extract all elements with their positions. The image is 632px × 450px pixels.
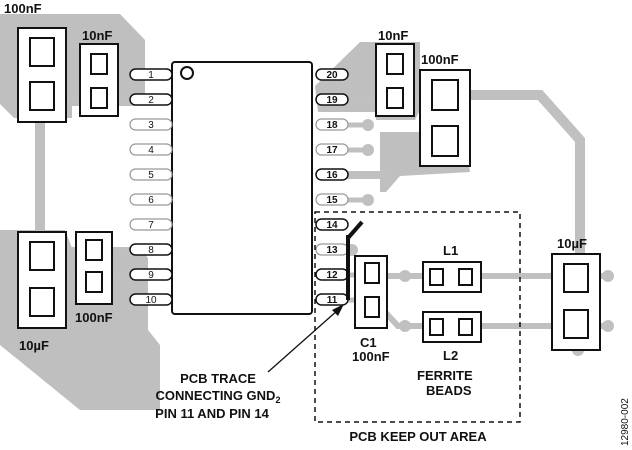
pin1-marker — [180, 66, 194, 80]
pin-label-right: 15 — [326, 195, 338, 206]
ic-pins-left: 1 2 3 4 5 6 7 8 9 10 — [129, 68, 173, 306]
pin-label-right: 11 — [327, 295, 338, 306]
label-ferrite-line2: BEADS — [426, 383, 472, 398]
label-c1: C1 — [360, 335, 377, 350]
label-c1-value: 100nF — [352, 349, 390, 364]
gnd2-connecting-trace-diagonal — [346, 220, 364, 240]
capacitor-10nf-top-right — [375, 43, 415, 117]
pin-label-left: 4 — [148, 145, 154, 156]
label-trace-line2-text: CONNECTING GND — [156, 388, 276, 403]
capacitor-10uf-bottom-left — [17, 231, 67, 329]
pin-label-left: 2 — [148, 95, 154, 106]
label-keep-out-area: PCB KEEP OUT AREA — [349, 429, 487, 444]
pin-label-left: 5 — [148, 170, 154, 181]
capacitor-100nf-bottom-left — [75, 231, 113, 305]
pin-label-left: 9 — [148, 270, 154, 281]
label-10uf-right: 10µF — [557, 236, 587, 251]
capacitor-100nf-top-right — [419, 69, 471, 167]
pin-label-left: 7 — [148, 220, 154, 231]
label-trace-line2-sub: 2 — [275, 395, 280, 405]
label-l1: L1 — [443, 243, 458, 258]
pin-label-left: 1 — [148, 70, 154, 81]
pin-label-right: 20 — [326, 70, 338, 81]
pin-label-left: 3 — [148, 120, 154, 131]
ic-pins-right: 20 19 18 17 16 15 14 13 12 11 — [315, 68, 349, 306]
label-trace-line3: PIN 11 AND PIN 14 — [155, 406, 269, 421]
pin-label-right: 16 — [326, 170, 338, 181]
capacitor-100nf-top-left — [17, 27, 67, 123]
label-ferrite-line1: FERRITE — [417, 368, 473, 383]
pin-label-right: 17 — [326, 145, 338, 156]
ferrite-bead-l1 — [422, 261, 482, 293]
label-100nf-top-left: 100nF — [4, 1, 42, 16]
label-100nf-top-right: 100nF — [421, 52, 459, 67]
label-10nf-top-right: 10nF — [378, 28, 408, 43]
pointer-arrowhead — [332, 304, 344, 316]
pin-label-right: 19 — [326, 95, 338, 106]
pin-label-left: 10 — [145, 295, 157, 306]
pin-label-right: 18 — [326, 120, 338, 131]
pin-label-left: 6 — [148, 195, 154, 206]
pin-label-right: 12 — [326, 270, 338, 281]
label-100nf-bottom-left: 100nF — [75, 310, 113, 325]
label-l2: L2 — [443, 348, 458, 363]
pointer-line — [267, 309, 339, 373]
label-10nf-top-left: 10nF — [82, 28, 112, 43]
pin-label-left: 8 — [148, 245, 154, 256]
figure-id: 12980-002 — [620, 398, 631, 446]
pin-label-right: 13 — [326, 245, 338, 256]
label-trace-line2: CONNECTING GND2 — [156, 388, 281, 405]
vias — [346, 119, 614, 356]
ic-body — [171, 61, 313, 315]
capacitor-10nf-top-left — [79, 43, 119, 117]
label-10uf-bottom-left: 10µF — [19, 338, 49, 353]
pin-label-right: 14 — [326, 220, 338, 231]
capacitor-10uf-right — [551, 253, 601, 351]
label-trace-line1: PCB TRACE — [180, 371, 256, 386]
keep-out-area-border — [314, 211, 521, 423]
capacitor-c1 — [354, 255, 388, 329]
ferrite-bead-l2 — [422, 311, 482, 343]
